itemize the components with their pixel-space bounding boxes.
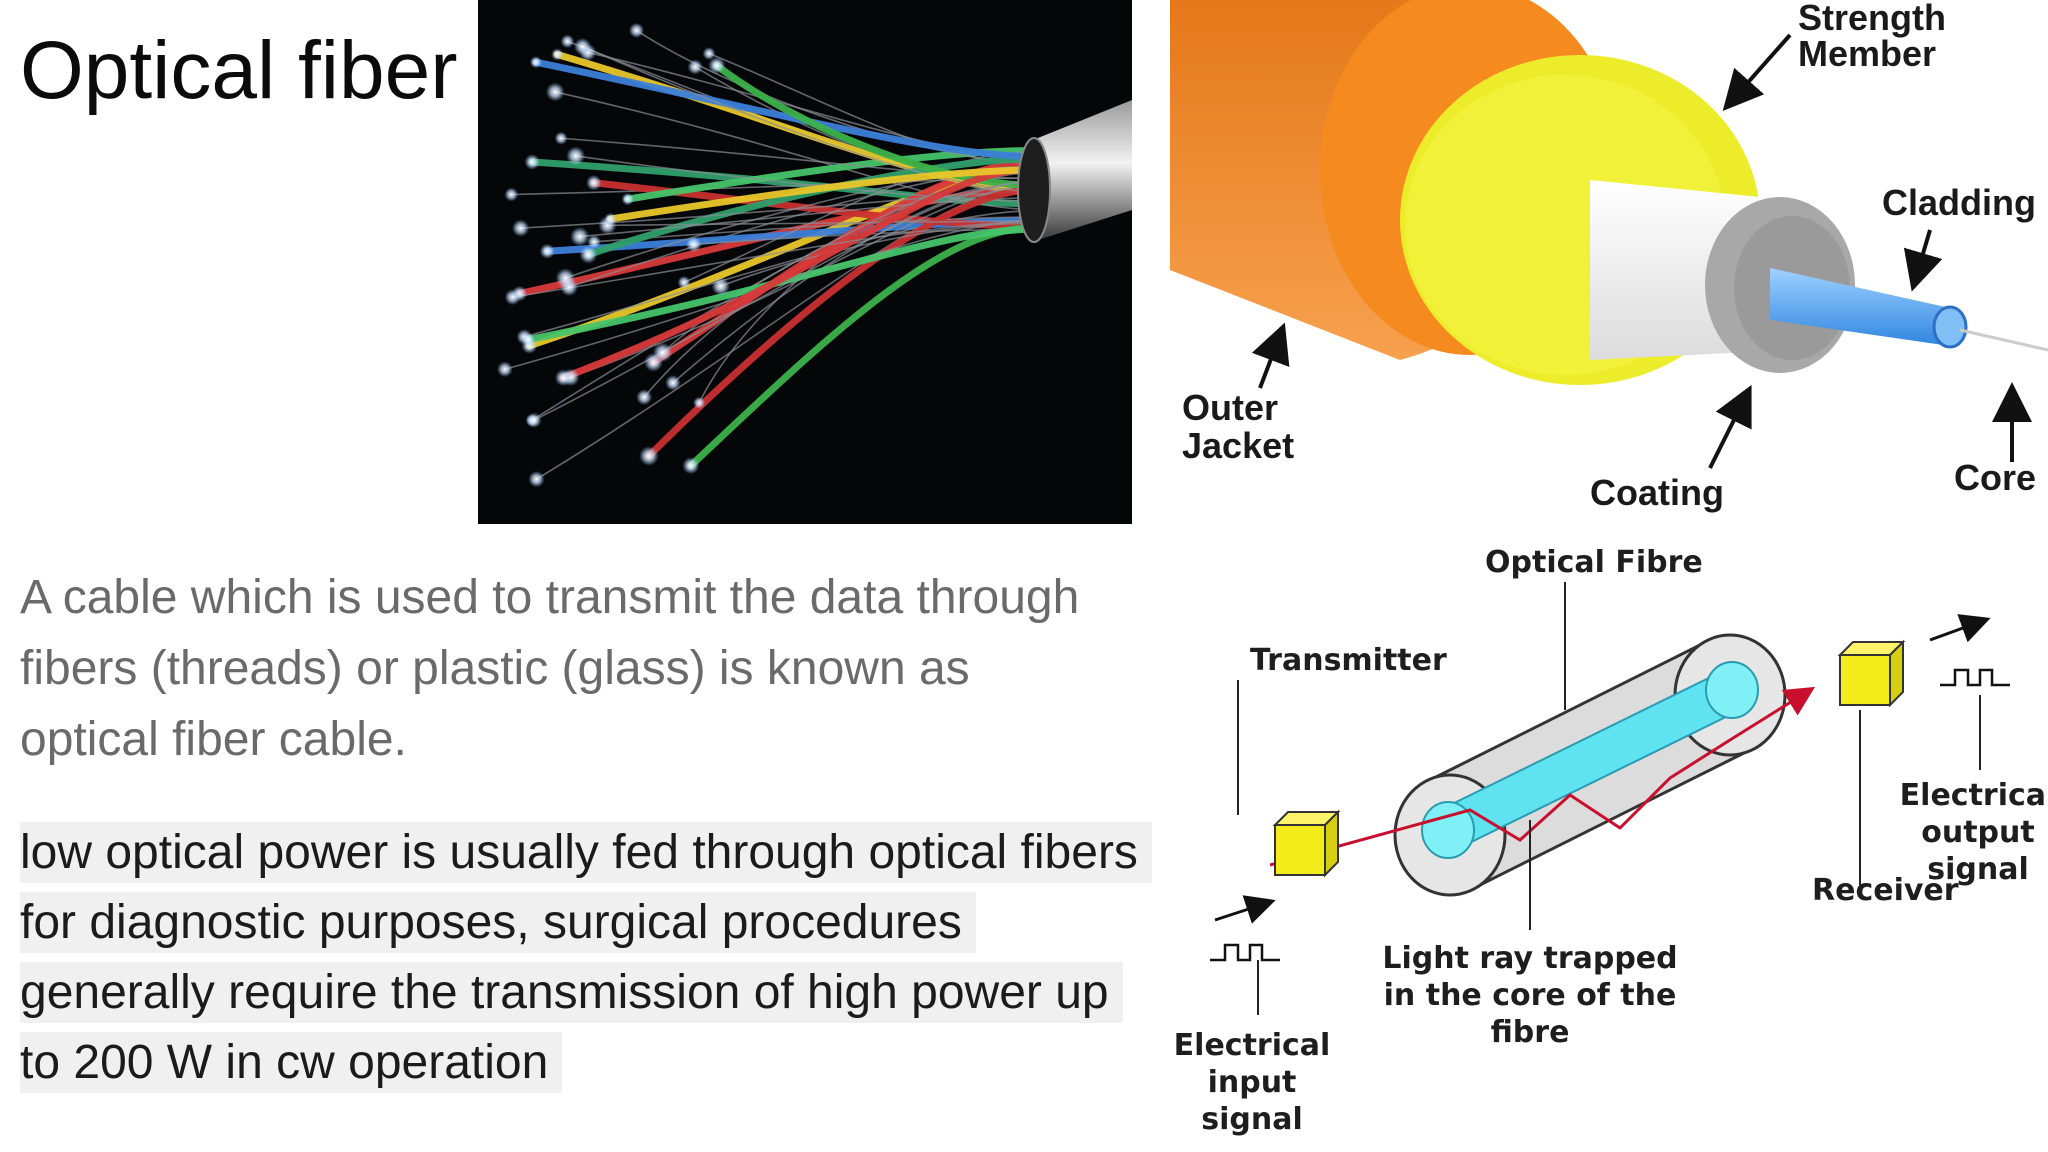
optical-fibre-label: Optical Fibre bbox=[1485, 545, 1703, 580]
electrical-output-label-3: signal bbox=[1927, 852, 2029, 887]
light-ray bbox=[1269, 686, 1816, 867]
coating-label: Coating bbox=[1590, 472, 1724, 513]
optical-fibre-tube bbox=[1393, 633, 1787, 897]
note-text: low optical power is usually fed through… bbox=[20, 818, 1152, 1098]
light-ray-label-1: Light ray trapped bbox=[1382, 941, 1677, 976]
strength-member-label-1: Strength bbox=[1798, 0, 1946, 38]
fiber-bundle-photo bbox=[478, 0, 1132, 524]
slide-title: Optical fiber bbox=[20, 25, 458, 116]
light-ray-label-2: in the core of the bbox=[1384, 978, 1677, 1013]
outer-jacket-label-1: Outer bbox=[1182, 387, 1278, 428]
light-ray-label-3: fibre bbox=[1491, 1015, 1570, 1050]
electrical-input-label-2: input bbox=[1208, 1065, 1297, 1100]
input-signal-icon bbox=[1210, 943, 1280, 962]
cladding-label: Cladding bbox=[1882, 182, 2036, 223]
transmitter-label: Transmitter bbox=[1250, 643, 1447, 678]
transmitter-box bbox=[1272, 809, 1341, 878]
output-signal-icon bbox=[1940, 668, 2010, 687]
core-label: Core bbox=[1954, 457, 2036, 498]
cable-structure-diagram: Strength Member Cladding Outer Jacket Co… bbox=[1170, 0, 2048, 520]
core-face bbox=[1932, 305, 1968, 349]
strength-member-label-2: Member bbox=[1798, 33, 1936, 74]
outer-jacket-label-2: Jacket bbox=[1182, 425, 1294, 466]
receiver-label: Receiver bbox=[1812, 873, 1959, 908]
electrical-output-label-1: Electrical bbox=[1900, 778, 2048, 813]
electrical-input-label-1: Electrical bbox=[1174, 1028, 1331, 1063]
description-text: A cable which is used to transmit the da… bbox=[20, 571, 1080, 766]
note-highlight: low optical power is usually fed through… bbox=[20, 822, 1152, 1093]
receiver-box bbox=[1837, 639, 1906, 708]
electrical-input-label-3: signal bbox=[1201, 1102, 1303, 1137]
fiber-communication-diagram: Optical Fibre Transmitter Receiver Elect… bbox=[1170, 520, 2048, 1152]
electrical-output-label-2: output bbox=[1921, 815, 2034, 850]
